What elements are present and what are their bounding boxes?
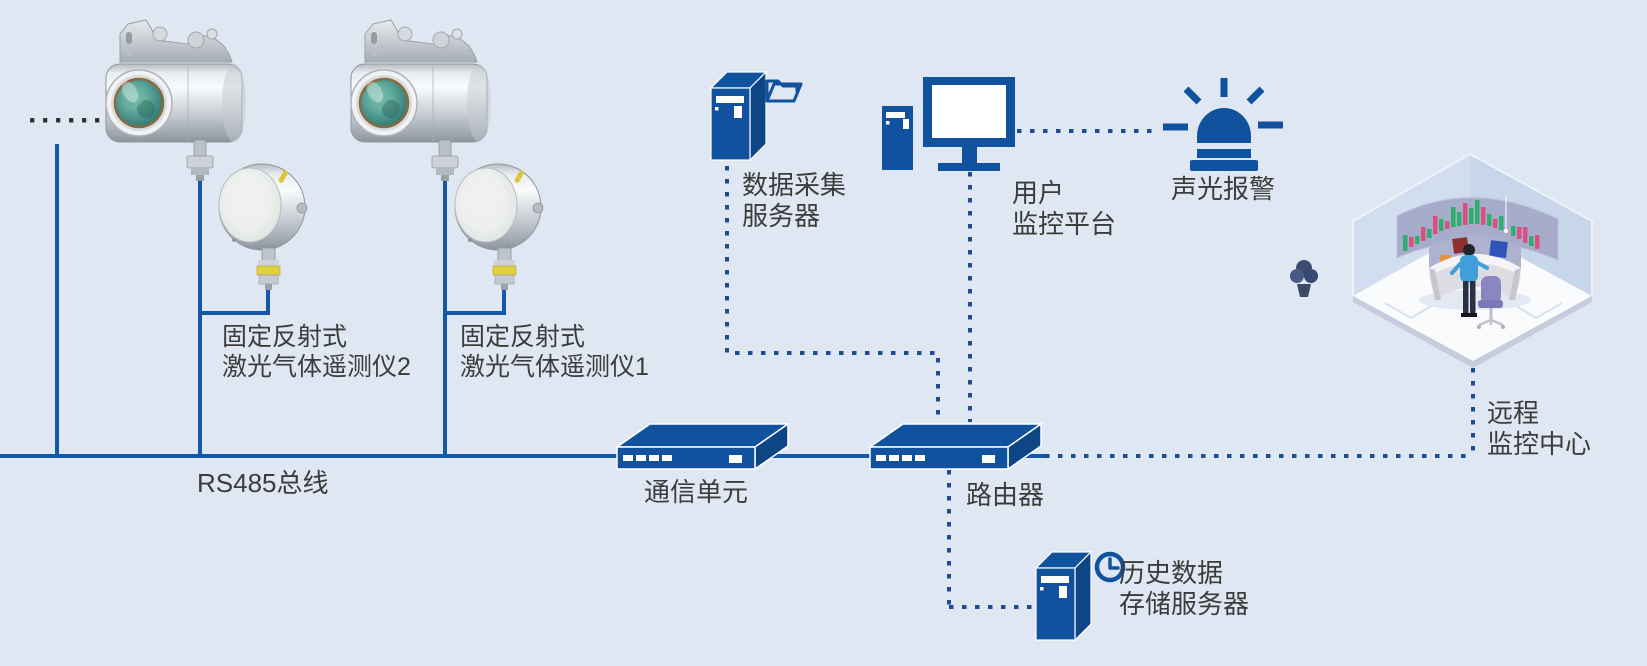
detector1-label: 固定反射式 激光气体遥测仪1: [460, 322, 649, 382]
reflector2-drop-line: [202, 288, 270, 315]
reflector-1-image: [454, 163, 544, 291]
router-3d-icon: [869, 423, 1042, 470]
data-server-label-line1: 数据采集: [742, 170, 847, 200]
alarm-label: 声光报警: [1171, 174, 1276, 204]
monitor-icon: [923, 77, 1015, 171]
user-platform-label: 用户 监控平台: [1012, 178, 1116, 240]
data-server-icon: [710, 71, 767, 161]
detector1-label-line1: 固定反射式: [460, 323, 586, 351]
router-label: 路由器: [966, 480, 1045, 510]
control-room-illustration: [1290, 152, 1593, 368]
folder-icon: [765, 79, 803, 103]
history-server-label: 历史数据 存储服务器: [1119, 558, 1249, 620]
history-server-label-line2: 存储服务器: [1119, 589, 1250, 619]
remote-center-label: 远程 监控中心: [1487, 398, 1591, 460]
network-dotted-lines: [725, 129, 1475, 609]
detector2-label: 固定反射式 激光气体遥测仪2: [222, 322, 411, 382]
data-server-label: 数据采集 服务器: [742, 170, 846, 232]
pc-tower-icon: [882, 106, 913, 170]
reflector-2-image: [218, 163, 308, 291]
user-platform-label-line2: 监控平台: [1012, 209, 1117, 239]
comm-unit-label: 通信单元: [644, 477, 749, 507]
data-server-link-line: [725, 166, 940, 422]
detector1-label-line2: 激光气体遥测仪1: [460, 353, 649, 381]
laser-detector-2-image: [104, 18, 248, 183]
more-devices-ellipsis: ······: [28, 104, 106, 137]
desk-top: [1429, 254, 1521, 276]
user-platform-label-line1: 用户: [1012, 178, 1065, 208]
alarm-beacon-icon: [1163, 78, 1283, 171]
remote-center-label-line1: 远程: [1487, 398, 1540, 428]
video-wall-chart-bars: [1403, 200, 1540, 251]
remote-center-label-line2: 监控中心: [1487, 429, 1592, 459]
reflector1-drop-line: [447, 288, 506, 315]
operator-figure: [1450, 244, 1489, 317]
detector2-label-line2: 激光气体遥测仪2: [222, 353, 411, 381]
rs485-bus-label: RS485总线: [197, 468, 329, 498]
detector2-label-line1: 固定反射式: [222, 323, 348, 351]
data-server-label-line2: 服务器: [742, 201, 821, 231]
history-server-label-line1: 历史数据: [1119, 558, 1224, 588]
plant: [1290, 260, 1318, 297]
laser-detector-1-image: [349, 18, 493, 183]
comm-unit-3d-icon: [616, 423, 789, 470]
clock-icon: [1094, 551, 1126, 583]
office-chair: [1477, 276, 1505, 329]
history-server-icon: [1035, 551, 1092, 641]
